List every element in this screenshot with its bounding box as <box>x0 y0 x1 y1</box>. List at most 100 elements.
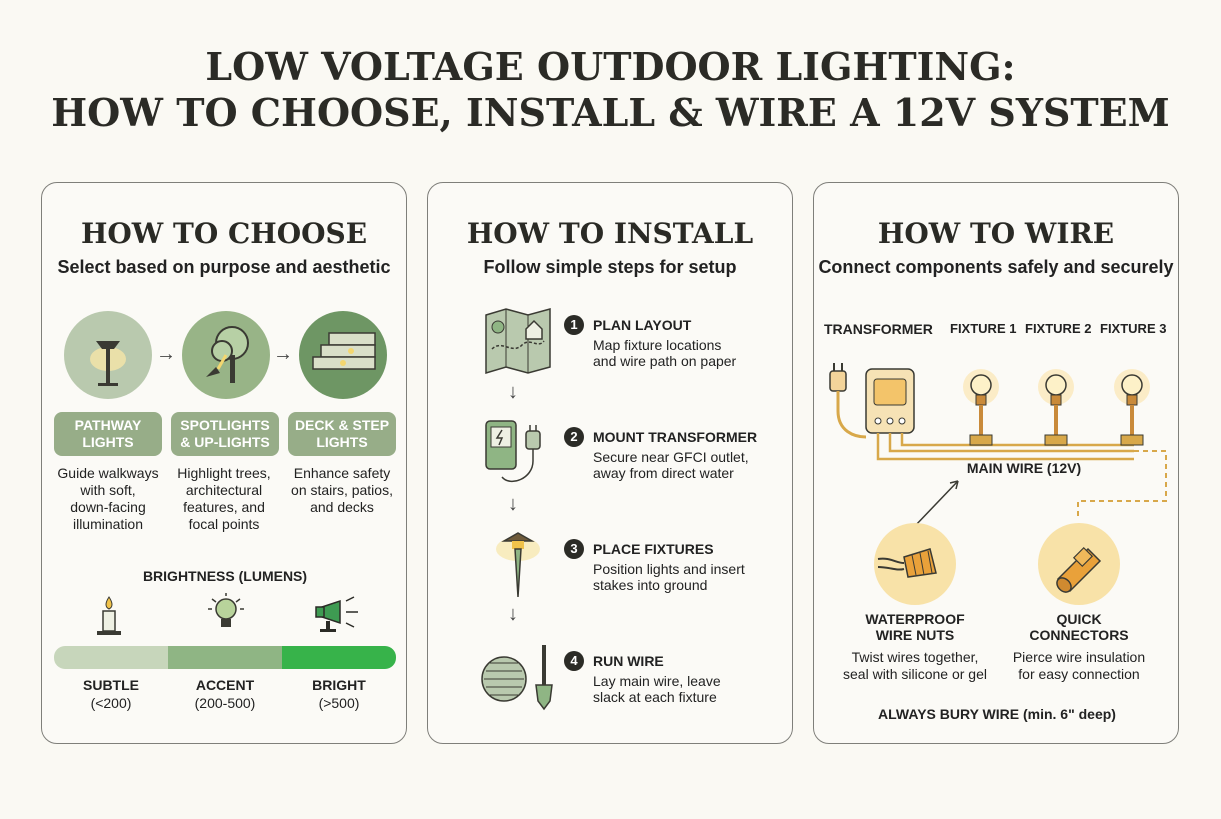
step-3-number: 3 <box>564 539 584 559</box>
arrow-down-icon-1: ↓ <box>508 381 518 403</box>
choose-heading: HOW TO CHOOSE <box>80 217 368 250</box>
name-line: WIRE NUTS <box>875 627 955 643</box>
fixture-3-label: FIXTURE 3 <box>1100 321 1167 336</box>
step-3-desc: Position lights and insert stakes into g… <box>593 561 773 593</box>
type-badge-spotlights: SPOTLIGHTS& UP-LIGHTS <box>171 412 279 456</box>
fixture-1-icon <box>963 369 999 446</box>
desc-line: slack at each fixture <box>593 689 717 705</box>
level-subtle-name: SUBTLE <box>83 677 139 693</box>
quick-connector-icon <box>1038 523 1120 605</box>
desc-line: Guide walkways <box>57 465 159 481</box>
transformer-label: TRANSFORMER <box>824 321 933 337</box>
type-label-line: DECK & STEP <box>294 417 390 433</box>
desc-line: with soft, <box>80 482 136 498</box>
fixture-2-label: FIXTURE 2 <box>1025 321 1092 336</box>
level-bright-range: (>500) <box>318 695 360 711</box>
desc-line: illumination <box>72 516 144 532</box>
bury-wire-note: ALWAYS BURY WIRE (min. 6" deep) <box>878 706 1116 722</box>
bar-segment-subtle <box>54 646 168 669</box>
plug-icon <box>829 363 867 439</box>
floodlight-icon <box>315 596 358 632</box>
tree-spotlight-icon <box>182 311 270 399</box>
name-line: QUICK <box>1056 611 1102 627</box>
desc-line: down-facing <box>70 499 146 515</box>
type-label-line: & UP-LIGHTS <box>180 434 270 450</box>
candle-icon <box>97 596 121 635</box>
deck-steps-icon <box>299 311 387 399</box>
title-line-2: HOW TO CHOOSE, INSTALL & WIRE A 12V SYST… <box>51 90 1170 135</box>
desc-line: features, and <box>183 499 265 515</box>
level-subtle-range: (<200) <box>90 695 132 711</box>
type-desc-deck: Enhance safety on stairs, patios, and de… <box>282 465 402 516</box>
fixture-2-icon <box>1038 369 1074 446</box>
desc-line: Pierce wire insulation <box>1012 649 1146 665</box>
type-label-line: LIGHTS <box>82 434 134 450</box>
type-label-line: LIGHTS <box>316 434 368 450</box>
transformer-plug-icon <box>485 420 541 482</box>
step-4-number: 4 <box>564 651 584 671</box>
desc-line: Secure near GFCI outlet, <box>593 449 749 465</box>
bar-segment-accent <box>168 646 282 669</box>
wire-nuts-desc: Twist wires together, seal with silicone… <box>825 649 1005 683</box>
brightness-title: BRIGHTNESS (LUMENS) <box>142 568 308 584</box>
type-label-line: SPOTLIGHTS <box>180 417 270 433</box>
desc-line: seal with silicone or gel <box>843 666 987 682</box>
desc-line: architectural <box>185 482 263 498</box>
step-4-title: RUN WIRE <box>593 653 664 669</box>
bulb-icon <box>208 593 244 627</box>
desc-line: Highlight trees, <box>177 465 271 481</box>
wire-spool-shovel-icon <box>481 645 553 711</box>
install-heading: HOW TO INSTALL <box>466 217 754 250</box>
brightness-bar <box>54 646 396 669</box>
desc-line: stakes into ground <box>593 577 708 593</box>
wiring-diagram <box>829 363 1167 528</box>
desc-line: Map fixture locations <box>593 337 722 353</box>
desc-line: Twist wires together, <box>851 649 979 665</box>
fixture-1-label: FIXTURE 1 <box>950 321 1017 336</box>
install-subtitle: Follow simple steps for setup <box>483 257 737 277</box>
quick-connectors-name: QUICK CONNECTORS <box>999 611 1159 643</box>
stake-light-icon <box>496 532 540 598</box>
quick-connectors-desc: Pierce wire insulation for easy connecti… <box>989 649 1169 683</box>
arrow-down-icon-2: ↓ <box>508 493 518 515</box>
choose-subtitle: Select based on purpose and aesthetic <box>57 257 391 277</box>
step-2-title: MOUNT TRANSFORMER <box>593 429 758 445</box>
transformer-box-icon <box>865 368 915 434</box>
desc-line: for easy connection <box>1018 666 1140 682</box>
page-title: LOW VOLTAGE OUTDOOR LIGHTING: HOW TO CHO… <box>0 44 1221 136</box>
type-desc-spotlights: Highlight trees, architectural features,… <box>164 465 284 533</box>
desc-line: Enhance safety <box>293 465 391 481</box>
wire-panel: HOW TO WIRE Connect components safely an… <box>813 182 1179 744</box>
desc-line: on stairs, patios, <box>291 482 393 498</box>
desc-line: focal points <box>188 516 260 532</box>
step-1-number: 1 <box>564 315 584 335</box>
arrow-right-icon-2: → <box>273 343 293 365</box>
choose-panel: HOW TO CHOOSE Select based on purpose an… <box>41 182 407 744</box>
level-bright-name: BRIGHT <box>312 677 366 693</box>
step-1-title: PLAN LAYOUT <box>593 317 692 333</box>
wire-nut-icon <box>874 523 956 605</box>
desc-line: Lay main wire, leave <box>593 673 721 689</box>
desc-line: Position lights and insert <box>593 561 745 577</box>
arrow-right-icon-1: → <box>156 343 176 365</box>
wire-heading: HOW TO WIRE <box>877 217 1115 250</box>
map-icon <box>485 308 551 375</box>
step-2-desc: Secure near GFCI outlet, away from direc… <box>593 449 773 481</box>
wire-nuts-name: WATERPROOF WIRE NUTS <box>835 611 995 643</box>
title-line-1: LOW VOLTAGE OUTDOOR LIGHTING: <box>205 44 1016 89</box>
pathway-light-icon <box>64 311 152 399</box>
type-label-line: PATHWAY <box>74 417 142 433</box>
level-accent-range: (200-500) <box>194 695 256 711</box>
step-2-number: 2 <box>564 427 584 447</box>
wire-subtitle: Connect components safely and securely <box>818 257 1174 277</box>
desc-line: and wire path on paper <box>593 353 737 369</box>
step-1-desc: Map fixture locations and wire path on p… <box>593 337 773 369</box>
bar-segment-bright <box>282 646 396 669</box>
install-panel: HOW TO INSTALL Follow simple steps for s… <box>427 182 793 744</box>
main-wire-label: MAIN WIRE (12V) <box>966 460 1082 476</box>
type-desc-pathway: Guide walkways with soft, down-facing il… <box>48 465 168 533</box>
arrow-down-icon-3: ↓ <box>508 603 518 625</box>
level-accent-name: ACCENT <box>195 677 255 693</box>
